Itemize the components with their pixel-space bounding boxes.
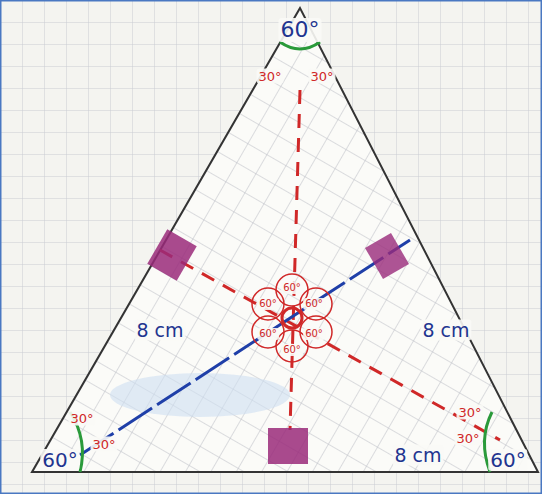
center-angle: 60° <box>257 298 279 310</box>
side-length: 8 cm <box>392 445 443 466</box>
vertex-angle: 60° <box>279 18 322 42</box>
vertex-angle: 60° <box>40 449 79 471</box>
half-angle: 30° <box>90 437 117 452</box>
half-angle: 30° <box>308 69 335 84</box>
half-angle: 30° <box>454 431 481 446</box>
vertex-angle: 60° <box>488 449 527 471</box>
half-angle: 30° <box>256 69 283 84</box>
half-angle: 30° <box>456 405 483 420</box>
center-angle: 60° <box>303 298 325 310</box>
center-angle: 60° <box>281 282 303 294</box>
side-length: 8 cm <box>134 320 185 341</box>
center-angle: 60° <box>257 328 279 340</box>
center-angle: 60° <box>303 328 325 340</box>
half-angle: 30° <box>68 411 95 426</box>
center-angle: 60° <box>281 344 303 356</box>
side-length: 8 cm <box>420 320 471 341</box>
